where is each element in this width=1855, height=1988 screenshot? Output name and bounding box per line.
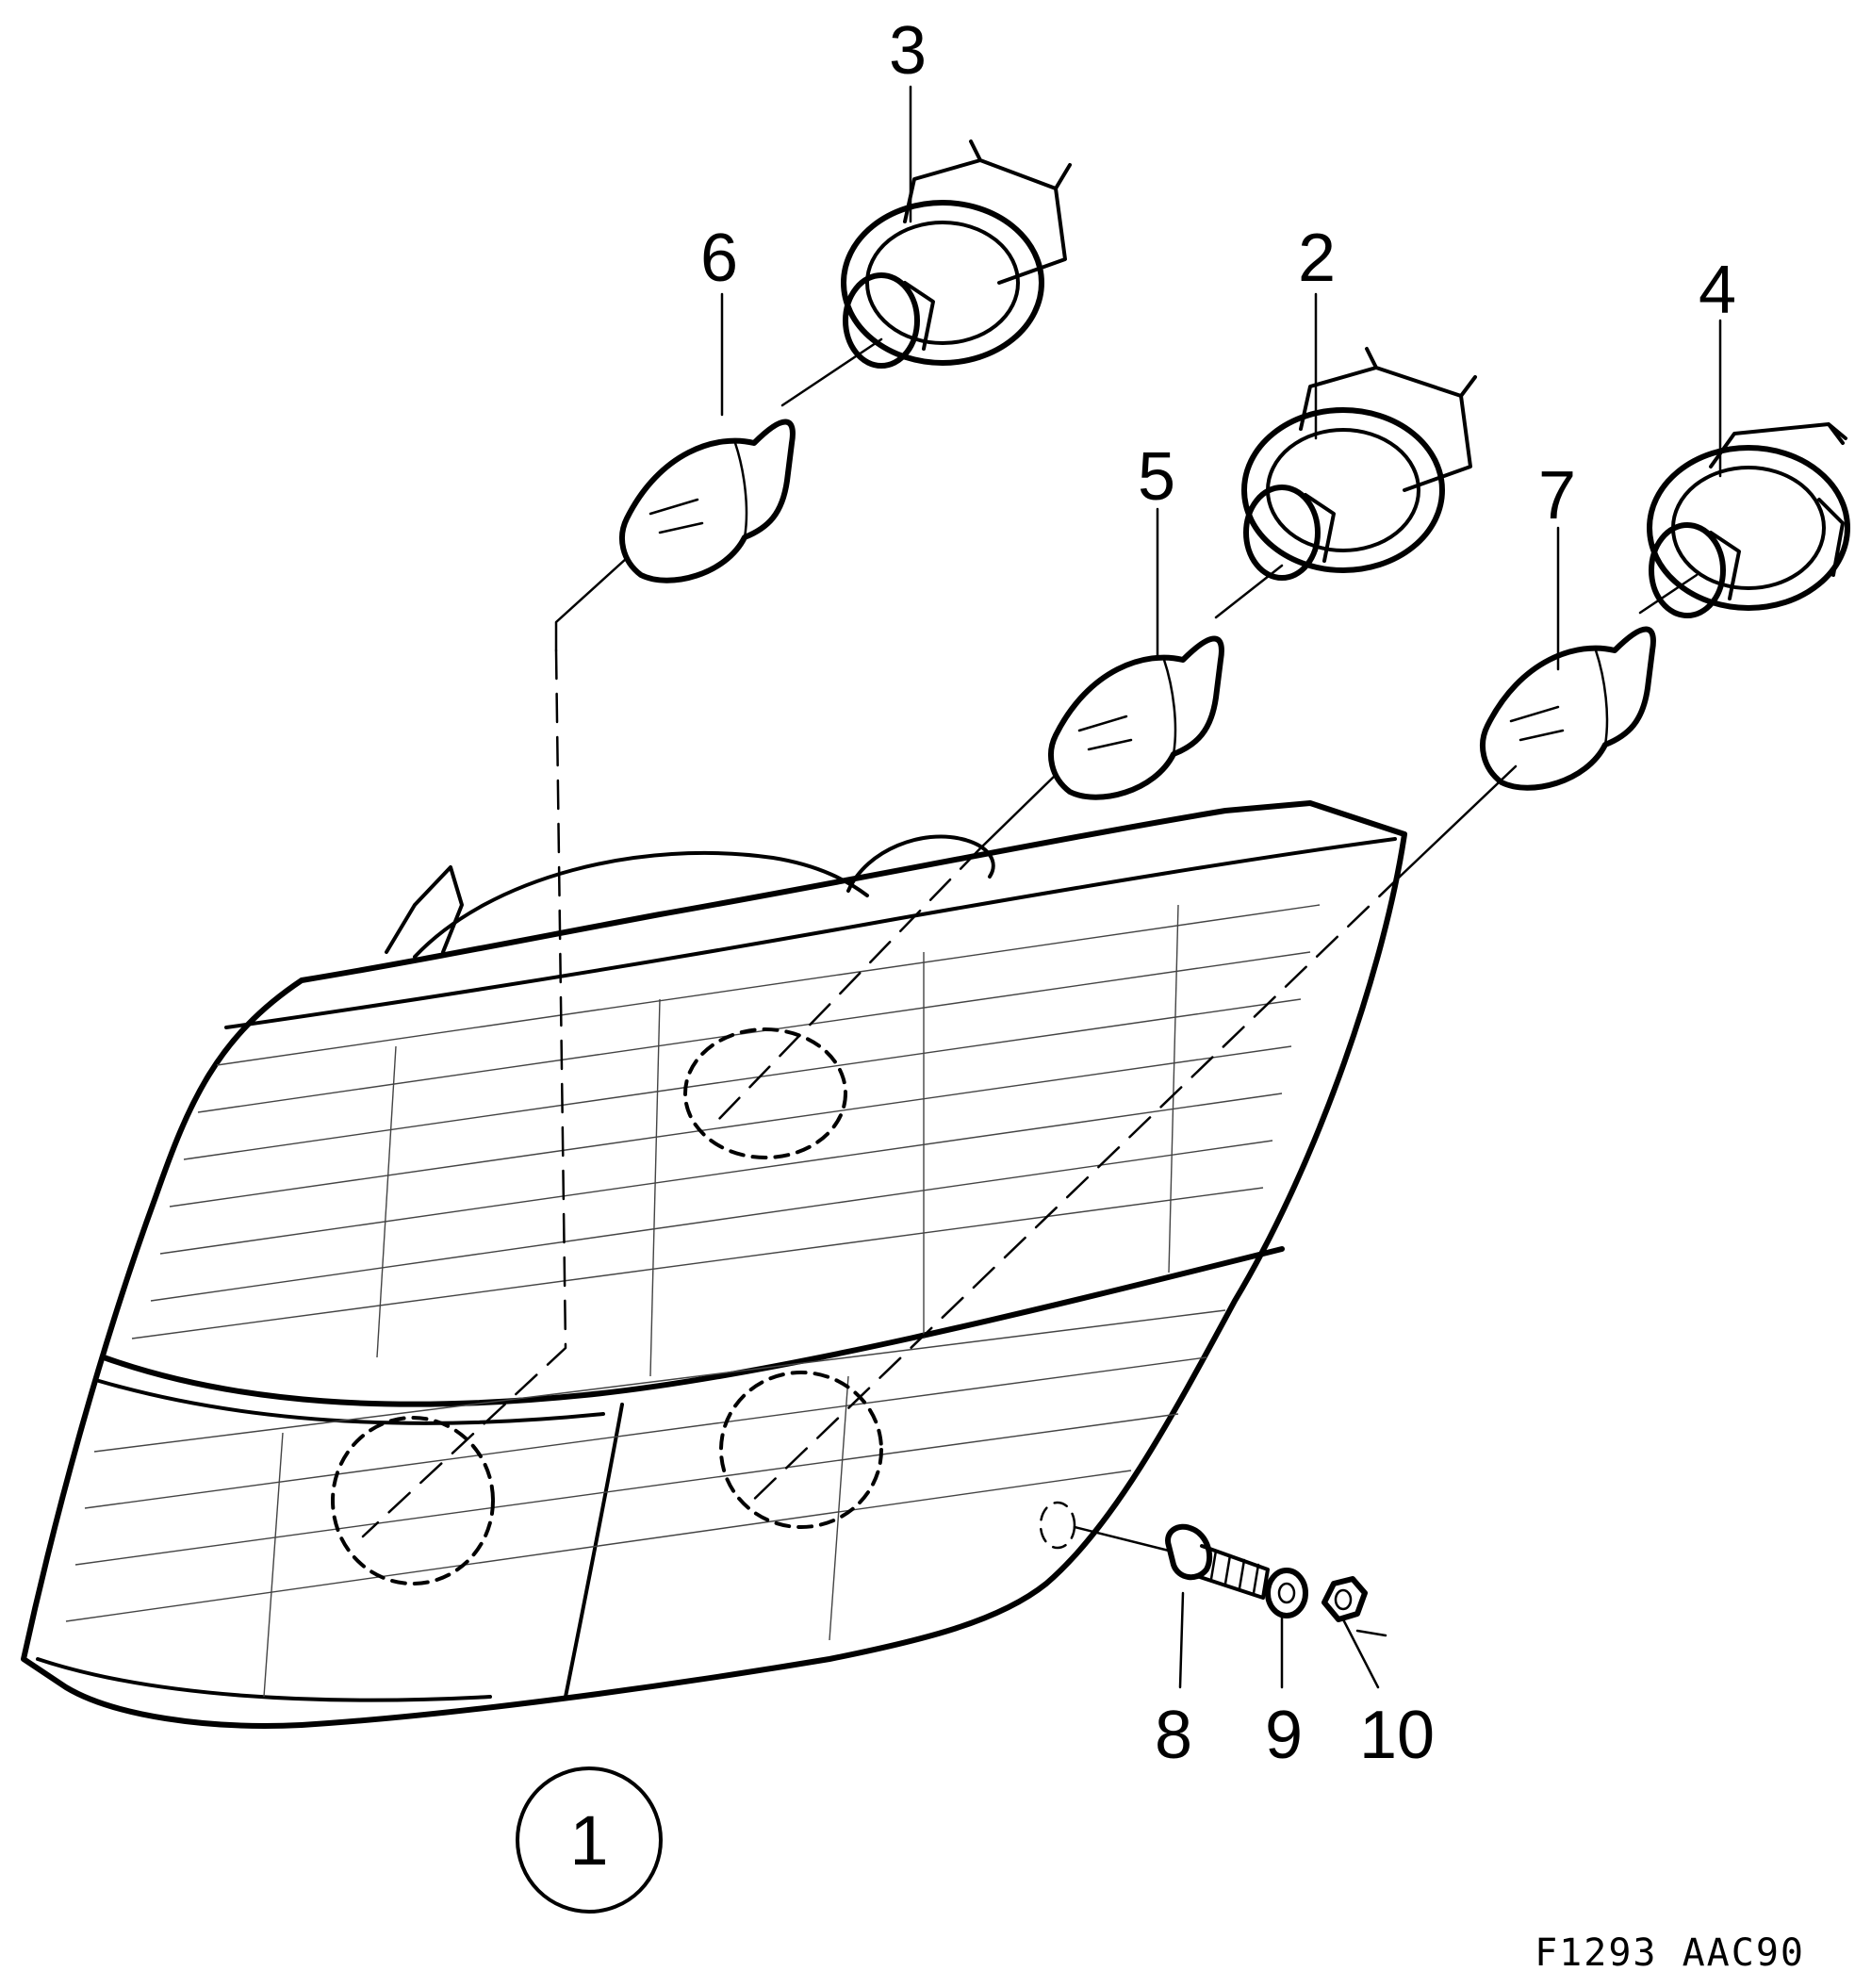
callout-8: 8	[1155, 1698, 1192, 1773]
nut-10[interactable]	[1321, 1576, 1368, 1622]
assembly-callout-1: 1	[516, 1766, 663, 1914]
alignment-lines	[361, 337, 1699, 1637]
callout-6: 6	[700, 221, 738, 296]
bulb-holder-2[interactable]	[1241, 347, 1477, 581]
assembly-number: 1	[569, 1801, 608, 1880]
drawing-reference-code: F1293 AAC90	[1535, 1931, 1805, 1975]
callout-leaders	[720, 85, 1722, 1689]
callout-9: 9	[1265, 1698, 1303, 1773]
lamp-lens	[21, 800, 1407, 1729]
bulb-holder-4[interactable]	[1647, 422, 1850, 618]
callout-10: 10	[1359, 1698, 1435, 1773]
bulb-position-markers	[331, 1027, 883, 1585]
lamp-housing-back	[385, 834, 995, 959]
callout-2: 2	[1298, 221, 1336, 296]
bulb-5[interactable]	[1048, 635, 1224, 800]
bulb-6[interactable]	[619, 419, 796, 583]
callout-3: 3	[889, 13, 927, 89]
screw-8[interactable]	[1165, 1523, 1270, 1600]
callout-4: 4	[1699, 253, 1736, 328]
callout-5: 5	[1138, 439, 1175, 515]
washer-9[interactable]	[1265, 1568, 1308, 1618]
callout-7: 7	[1538, 458, 1576, 534]
callout-labels: 3 6 2 4 5 7 8 9 10	[700, 13, 1736, 1773]
bulb-7[interactable]	[1480, 626, 1656, 791]
bulb-holder-3[interactable]	[841, 140, 1072, 369]
